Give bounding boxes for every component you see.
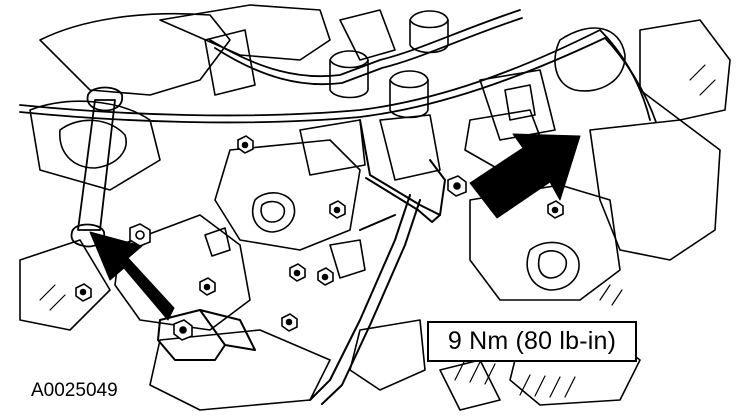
support-bracket [309, 119, 446, 405]
bolt-center-3 [329, 200, 346, 219]
bolt-right-1 [547, 200, 564, 219]
fasteners [75, 135, 564, 341]
torque-spec-text: 9 Nm (80 lb-in) [447, 327, 617, 355]
bolt-lower-bracket [173, 319, 193, 341]
lower-bracket [157, 309, 256, 361]
bolt-center-6 [199, 277, 216, 296]
shading-hatches [39, 64, 716, 398]
callout-arrows [89, 133, 581, 321]
arrow-upper-bolt [469, 133, 581, 219]
bolt-center-2 [237, 135, 254, 154]
figure-id: A0025049 [31, 380, 118, 401]
bolt-center-1 [129, 223, 151, 247]
bolt-center-7 [281, 313, 298, 332]
bolt-left-1 [75, 283, 92, 302]
bolt-center-5 [317, 267, 334, 286]
connector-cluster [204, 9, 556, 181]
torque-spec-label: 9 Nm (80 lb-in) [427, 321, 637, 362]
bolt-upper-bracket [447, 175, 467, 197]
bolt-center-4 [289, 263, 306, 282]
arrow-lower-bolt [89, 231, 175, 321]
